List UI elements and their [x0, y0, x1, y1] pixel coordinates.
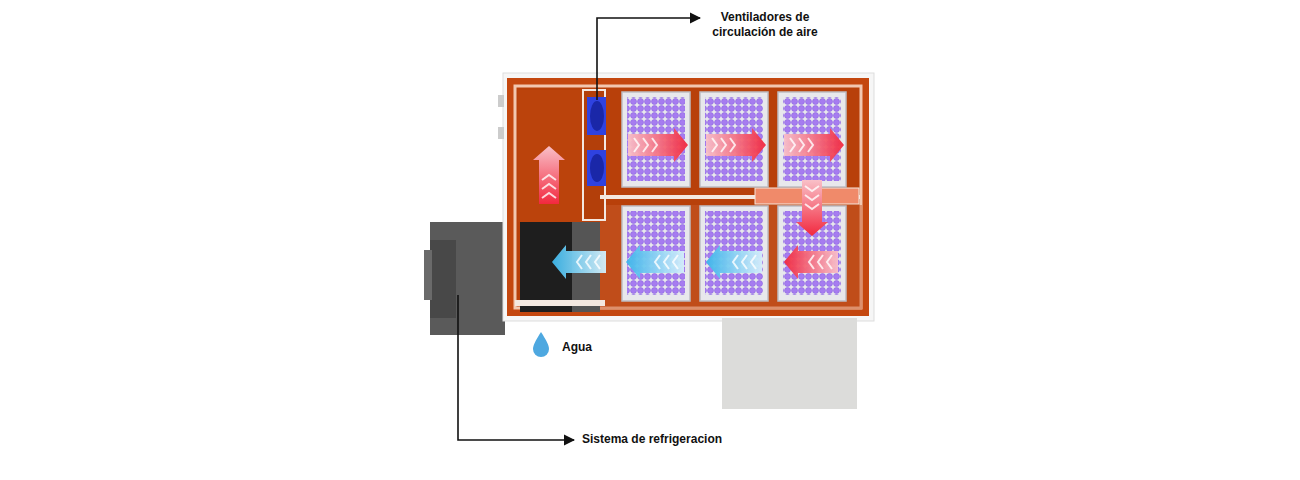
- fan: [587, 150, 606, 186]
- air-flow-arrow: [784, 128, 844, 162]
- air-flow: [533, 128, 844, 279]
- air-flow-arrow: [784, 245, 838, 279]
- trays: [622, 92, 846, 301]
- product: [705, 211, 763, 295]
- cabinet-interior: [507, 78, 869, 316]
- leader-line: [597, 18, 700, 100]
- drain: [515, 300, 605, 306]
- leader-line: [458, 295, 574, 440]
- fan-blade: [590, 154, 604, 182]
- tray: [622, 92, 690, 187]
- refrigeration-unit: [430, 222, 505, 335]
- air-flow-arrow: [533, 146, 565, 204]
- cabinet-housing: [503, 73, 874, 321]
- hinge: [498, 127, 504, 139]
- fan-blade: [590, 101, 604, 131]
- concrete-base: [722, 318, 857, 409]
- air-duct: [518, 90, 582, 222]
- fan-column: [583, 90, 605, 220]
- air-flow-arrow: [628, 128, 688, 162]
- product: [627, 211, 685, 295]
- lower-chamber: [600, 205, 862, 309]
- hinge: [498, 95, 504, 107]
- air-flow-arrow: [552, 245, 606, 279]
- unit-side: [430, 240, 456, 318]
- tray: [778, 92, 846, 187]
- air-flow-arrow: [796, 180, 828, 236]
- air-flow-arrow: [706, 128, 766, 162]
- fan: [587, 97, 606, 135]
- air-flow-arrow: [626, 245, 684, 279]
- air-flow-arrow: [706, 245, 762, 279]
- tray: [700, 206, 768, 301]
- fan-label: Ventiladores de circulación de aire: [695, 10, 835, 40]
- water-drop: [533, 332, 549, 357]
- water-label: Agua: [562, 340, 592, 355]
- unit-grille: [424, 250, 432, 300]
- tray: [700, 92, 768, 187]
- refrigeration-label: Sistema de refrigeracion: [582, 432, 722, 447]
- tray: [622, 206, 690, 301]
